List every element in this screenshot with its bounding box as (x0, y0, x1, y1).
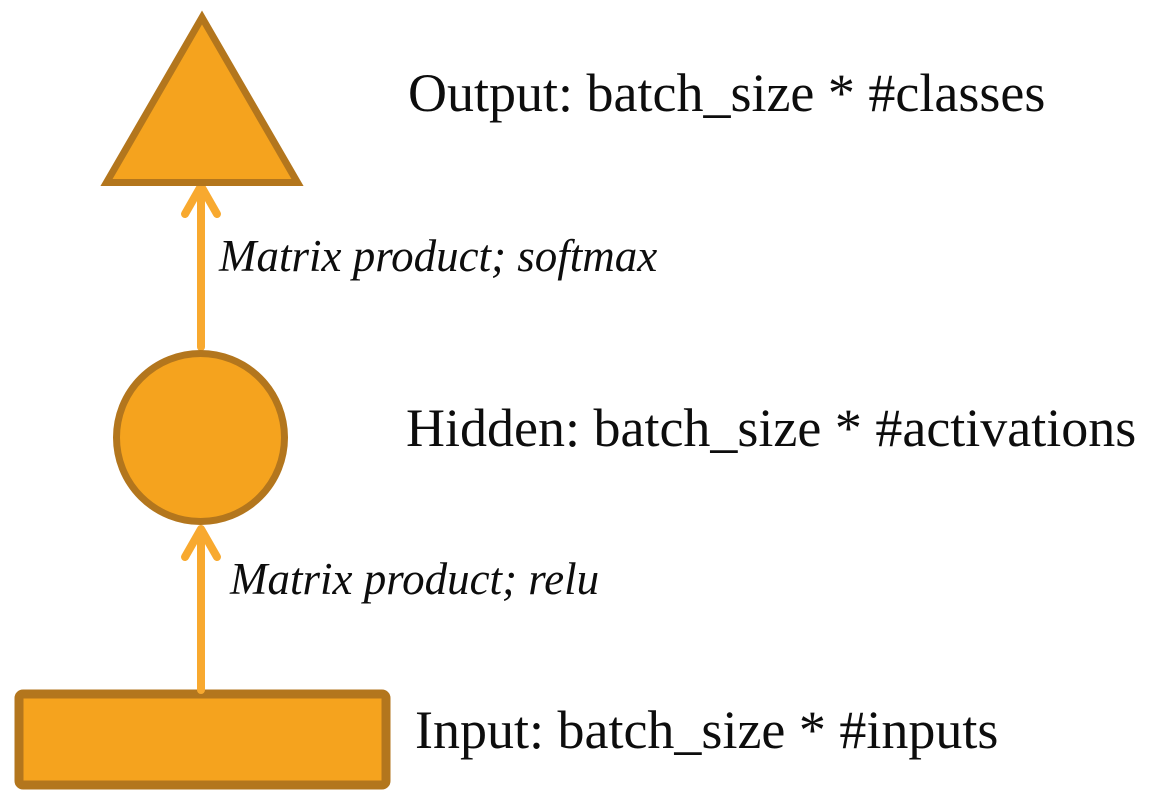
hidden-node-label: Hidden: batch_size * #activations (406, 398, 1137, 458)
input-rectangle (14, 689, 391, 790)
edge-label-softmax: Matrix product; softmax (219, 231, 658, 281)
output-triangle (100, 10, 304, 186)
hidden-circle (113, 350, 288, 525)
output-node-label: Output: batch_size * #classes (408, 63, 1046, 123)
edge-label-relu: Matrix product; relu (230, 554, 600, 604)
arrow-input-to-hidden-head (181, 525, 221, 561)
arrow-hidden-to-output (181, 182, 221, 351)
input-node-label: Input: batch_size * #inputs (415, 700, 999, 760)
arrow-input-to-hidden (181, 525, 221, 694)
